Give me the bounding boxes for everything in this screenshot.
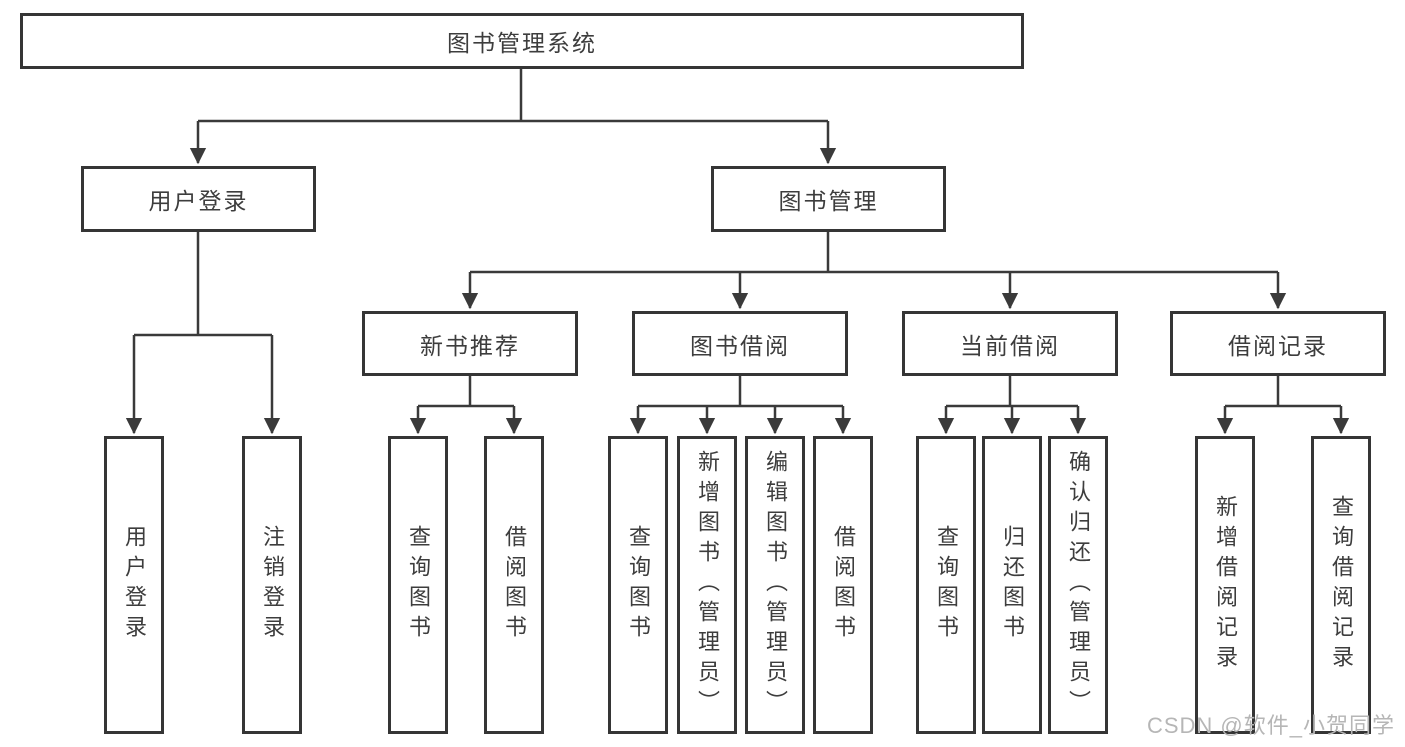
node-user-login: 用户登录 [81, 166, 316, 232]
leaf-add-book-admin: 新增图书（管理员） [677, 436, 737, 734]
node-book-borrowing: 图书借阅 [632, 311, 848, 376]
leaf-return-book: 归还图书 [982, 436, 1042, 734]
leaf-borrow-book-recommend: 借阅图书 [484, 436, 544, 734]
watermark-text: CSDN @软件_小贺同学 [1146, 713, 1395, 738]
leaf-query-book-borrow: 查询图书 [608, 436, 668, 734]
leaf-user-login: 用户登录 [104, 436, 164, 734]
leaf-confirm-return-admin: 确认归还（管理员） [1048, 436, 1108, 734]
leaf-query-book-current: 查询图书 [916, 436, 976, 734]
leaf-query-book-recommend: 查询图书 [388, 436, 448, 734]
node-borrowing-records: 借阅记录 [1170, 311, 1386, 376]
leaf-query-borrow-record: 查询借阅记录 [1311, 436, 1371, 734]
leaf-add-borrow-record: 新增借阅记录 [1195, 436, 1255, 734]
node-new-book-recommendation: 新书推荐 [362, 311, 578, 376]
leaf-borrow-book: 借阅图书 [813, 436, 873, 734]
node-current-borrowing: 当前借阅 [902, 311, 1118, 376]
node-library-management-system: 图书管理系统 [20, 13, 1024, 69]
leaf-logout: 注销登录 [242, 436, 302, 734]
leaf-edit-book-admin: 编辑图书（管理员） [745, 436, 805, 734]
node-book-management: 图书管理 [711, 166, 946, 232]
